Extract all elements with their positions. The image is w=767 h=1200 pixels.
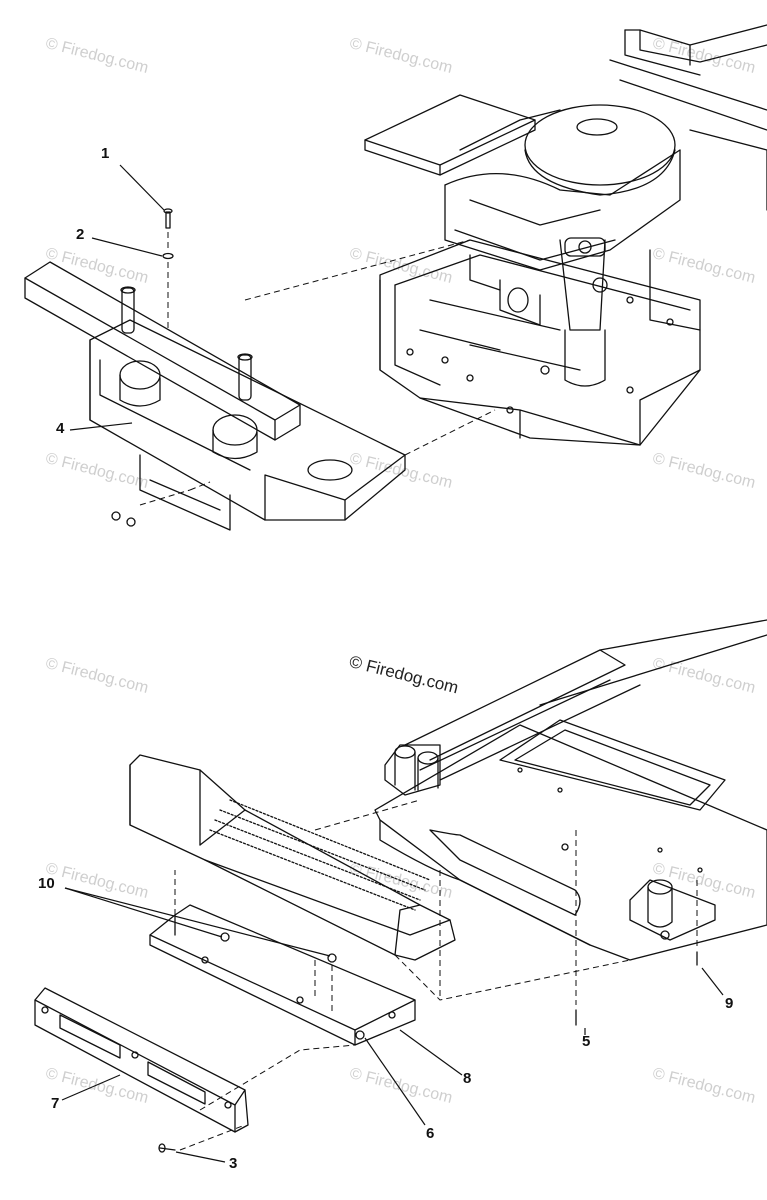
callout-9: 9 [725, 995, 734, 1012]
leader-10b [64, 887, 331, 957]
leader-2 [91, 237, 163, 257]
frame-rails-top [609, 24, 767, 211]
leader-7 [61, 1074, 121, 1101]
leader-8 [399, 1029, 463, 1076]
callout-5: 5 [582, 1033, 591, 1050]
callout-2: 2 [76, 226, 85, 243]
callout-4: 4 [56, 420, 65, 437]
callout-8: 8 [463, 1070, 472, 1087]
callout-7: 7 [51, 1095, 60, 1112]
engine [444, 104, 701, 387]
leader-10a [64, 887, 223, 938]
leader-3 [175, 1151, 226, 1163]
leader-9 [701, 967, 724, 996]
callout-3: 3 [229, 1155, 238, 1172]
leader-4 [69, 422, 133, 431]
leader-1 [119, 164, 165, 211]
caster-mount-left [384, 744, 441, 796]
bumper-front-top [24, 261, 406, 531]
mounting-bracket [149, 904, 416, 1046]
frame-rails-bottom [404, 619, 767, 781]
bolts-top [111, 208, 174, 527]
bumper-step [129, 754, 456, 961]
bolts-bottom [158, 932, 698, 1153]
callout-6: 6 [426, 1125, 435, 1142]
caster-mount-right [629, 879, 716, 941]
chassis-plate [374, 719, 767, 961]
front-bumper-bar [34, 987, 249, 1133]
bumper-posts [120, 286, 253, 401]
callout-1: 1 [101, 145, 110, 162]
foot-plate [364, 94, 536, 176]
callout-10: 10 [38, 875, 55, 892]
leader-6 [364, 1037, 426, 1126]
engine-deck [379, 239, 701, 446]
